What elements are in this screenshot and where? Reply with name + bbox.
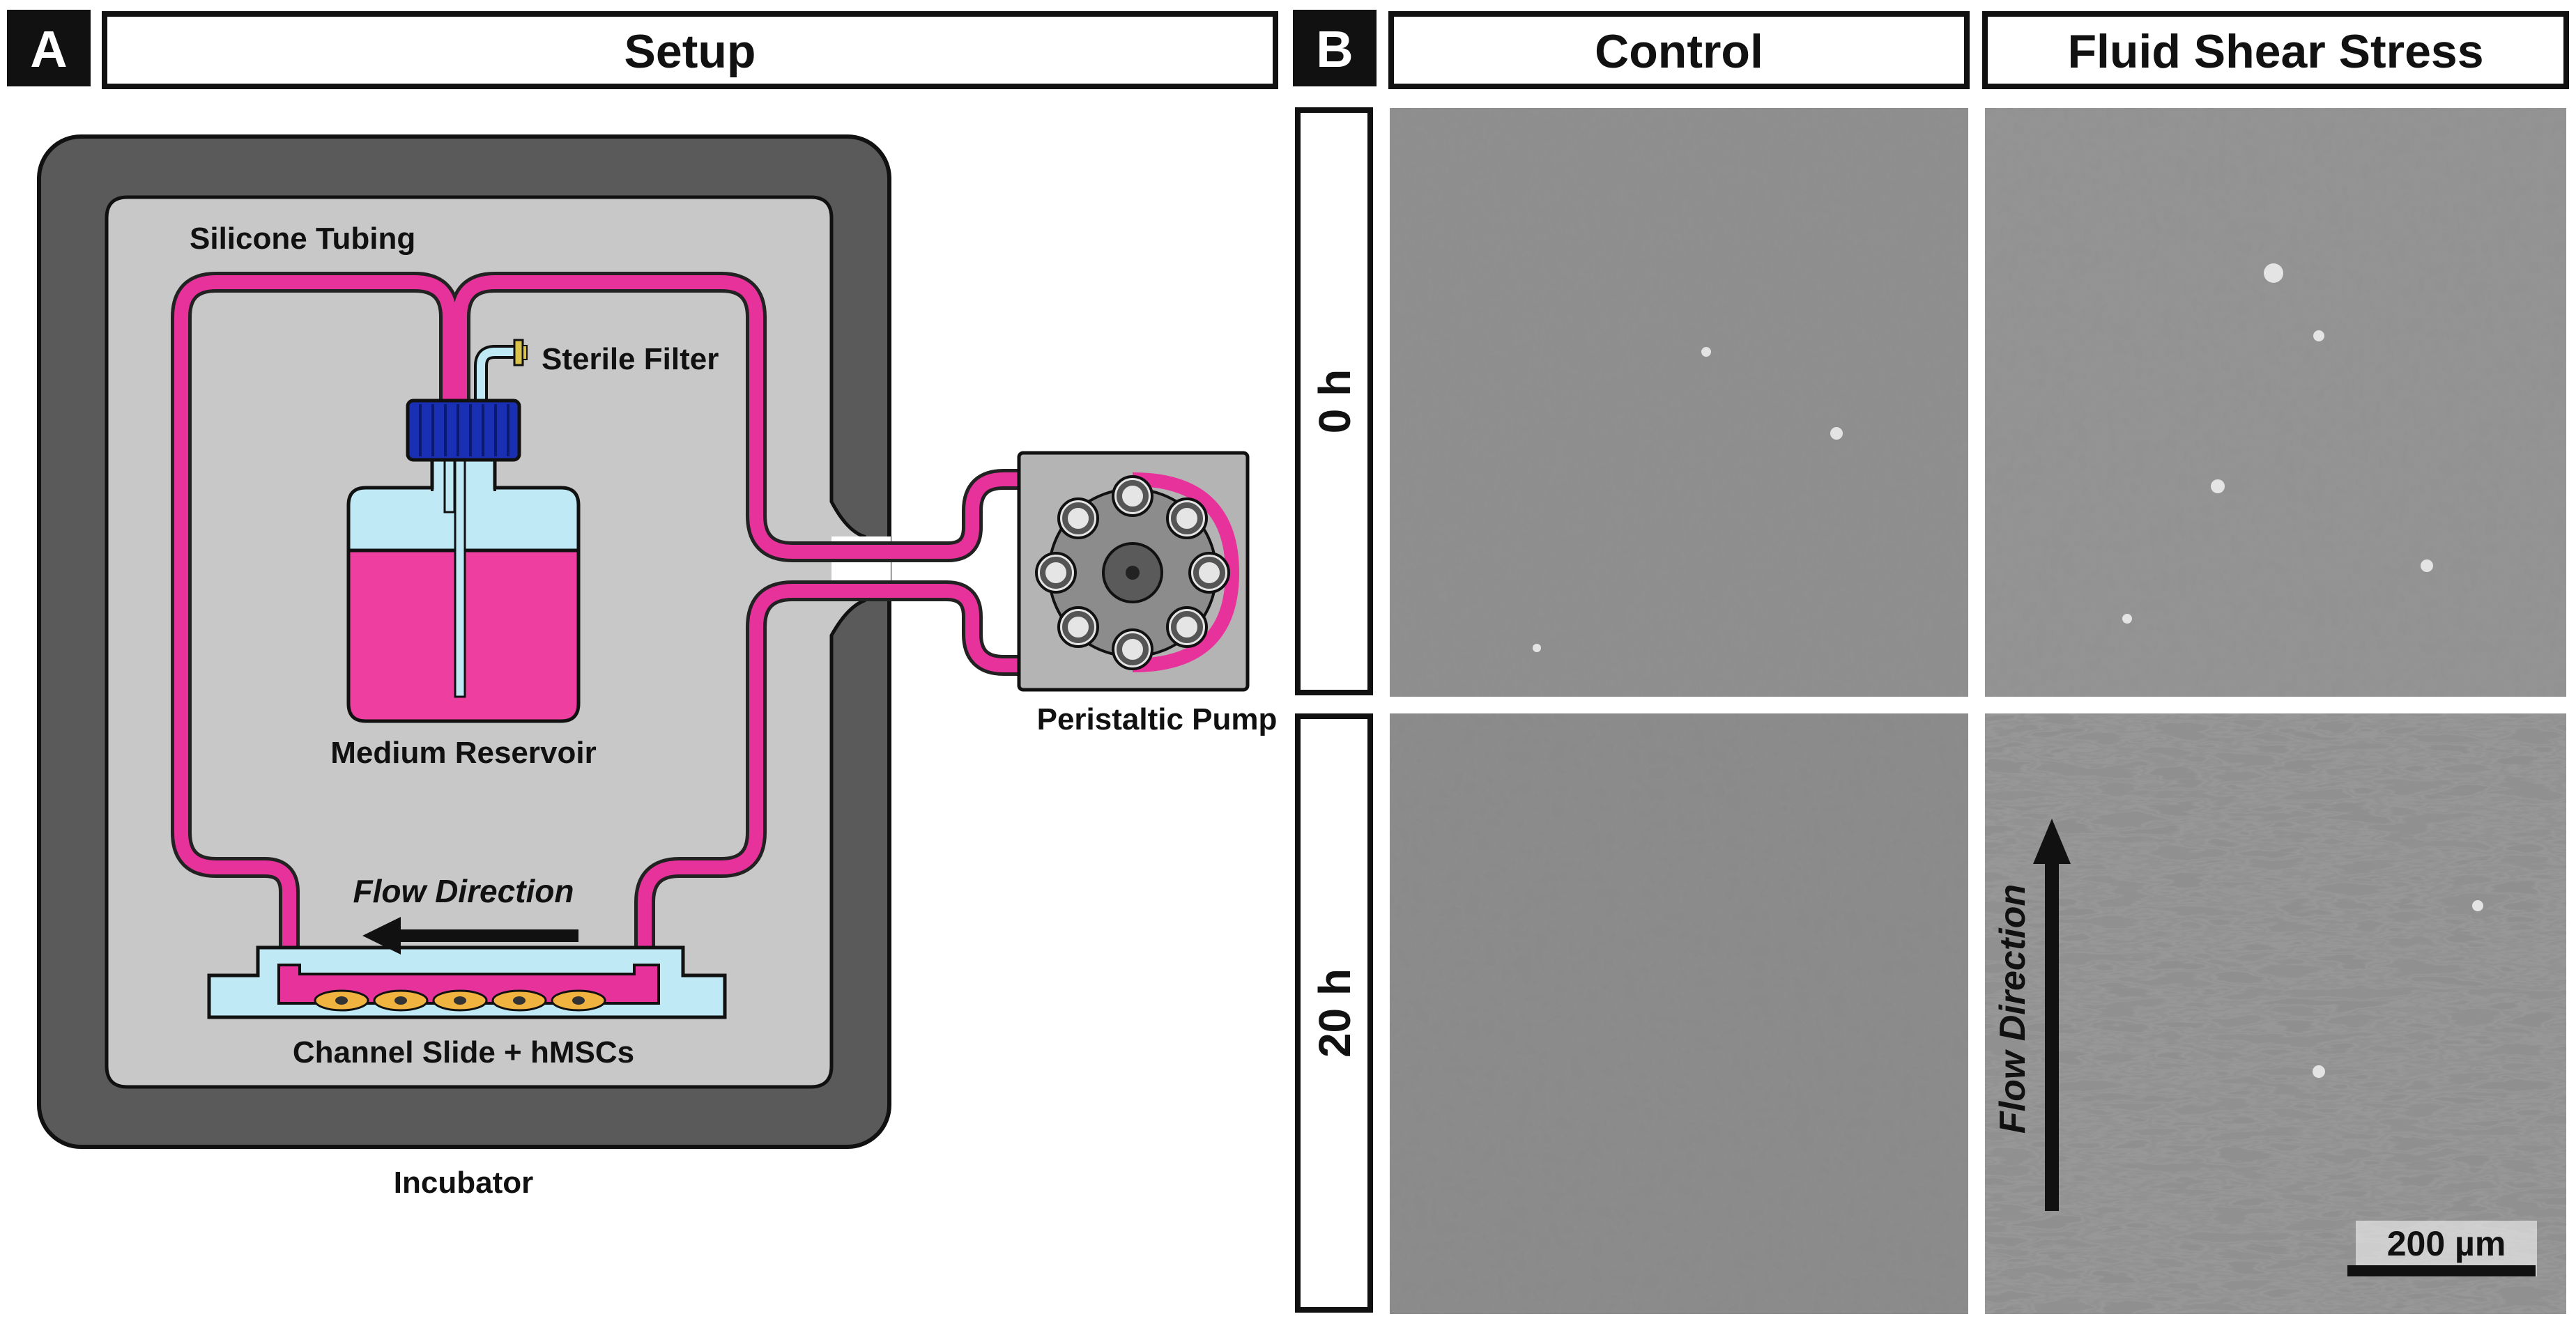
flow-direction-label: Flow Direction xyxy=(353,873,574,909)
sterile-filter-icon xyxy=(513,339,528,366)
row-0h-label: 0 h xyxy=(1310,369,1360,433)
pump-rotor-icon xyxy=(1035,472,1240,672)
panel-a: A Setup xyxy=(7,10,1278,1200)
control-header-box xyxy=(1388,11,1970,89)
bottle-cap-icon xyxy=(406,399,521,462)
micrograph-fss-20h xyxy=(1985,713,2566,1314)
micrograph-control-0h xyxy=(1390,108,1968,697)
panel-a-letter-box xyxy=(7,10,91,86)
panel-b-letter: B xyxy=(1316,20,1353,78)
hmsc-cells xyxy=(314,989,606,1012)
micrograph-control-20h xyxy=(1390,713,1968,1314)
row-20h-box xyxy=(1295,713,1373,1313)
incubator-label: Incubator xyxy=(394,1166,533,1200)
channel-slide-label: Channel Slide + hMSCs xyxy=(293,1035,634,1069)
scale-bar xyxy=(2347,1265,2536,1276)
flow-arrow-up-icon xyxy=(2033,819,2071,1211)
peristaltic-pump-label: Peristaltic Pump xyxy=(1037,702,1278,736)
dip-tube xyxy=(443,445,466,698)
channel-slide xyxy=(207,945,727,1019)
fss-header: Fluid Shear Stress xyxy=(2067,25,2483,78)
medium-reservoir-label: Medium Reservoir xyxy=(330,736,596,770)
scale-bar-label: 200 µm xyxy=(2387,1224,2506,1263)
peristaltic-pump xyxy=(1017,451,1250,692)
micrograph-highlights xyxy=(1533,263,2483,1078)
medium-reservoir xyxy=(346,339,581,723)
silicone-tubing xyxy=(171,272,1243,986)
panel-b-letter-box xyxy=(1293,10,1377,86)
flow-arrow-left-icon xyxy=(362,917,578,955)
setup-header-box xyxy=(102,11,1278,89)
row-20h-label: 20 h xyxy=(1310,968,1360,1058)
fss-flow-direction-label: Flow Direction xyxy=(1993,884,2033,1134)
control-header: Control xyxy=(1595,25,1763,78)
fss-header-box xyxy=(1982,11,2569,89)
setup-header: Setup xyxy=(624,25,756,78)
silicone-tubing-label: Silicone Tubing xyxy=(190,222,415,256)
panel-b: B Control Fluid Shear Stress 0 h 20 h Fl… xyxy=(1293,10,2569,1314)
sterile-filter-label: Sterile Filter xyxy=(542,342,719,376)
panel-a-letter: A xyxy=(30,20,67,78)
row-0h-box xyxy=(1295,107,1373,695)
micrograph-fss-0h xyxy=(1985,108,2566,697)
